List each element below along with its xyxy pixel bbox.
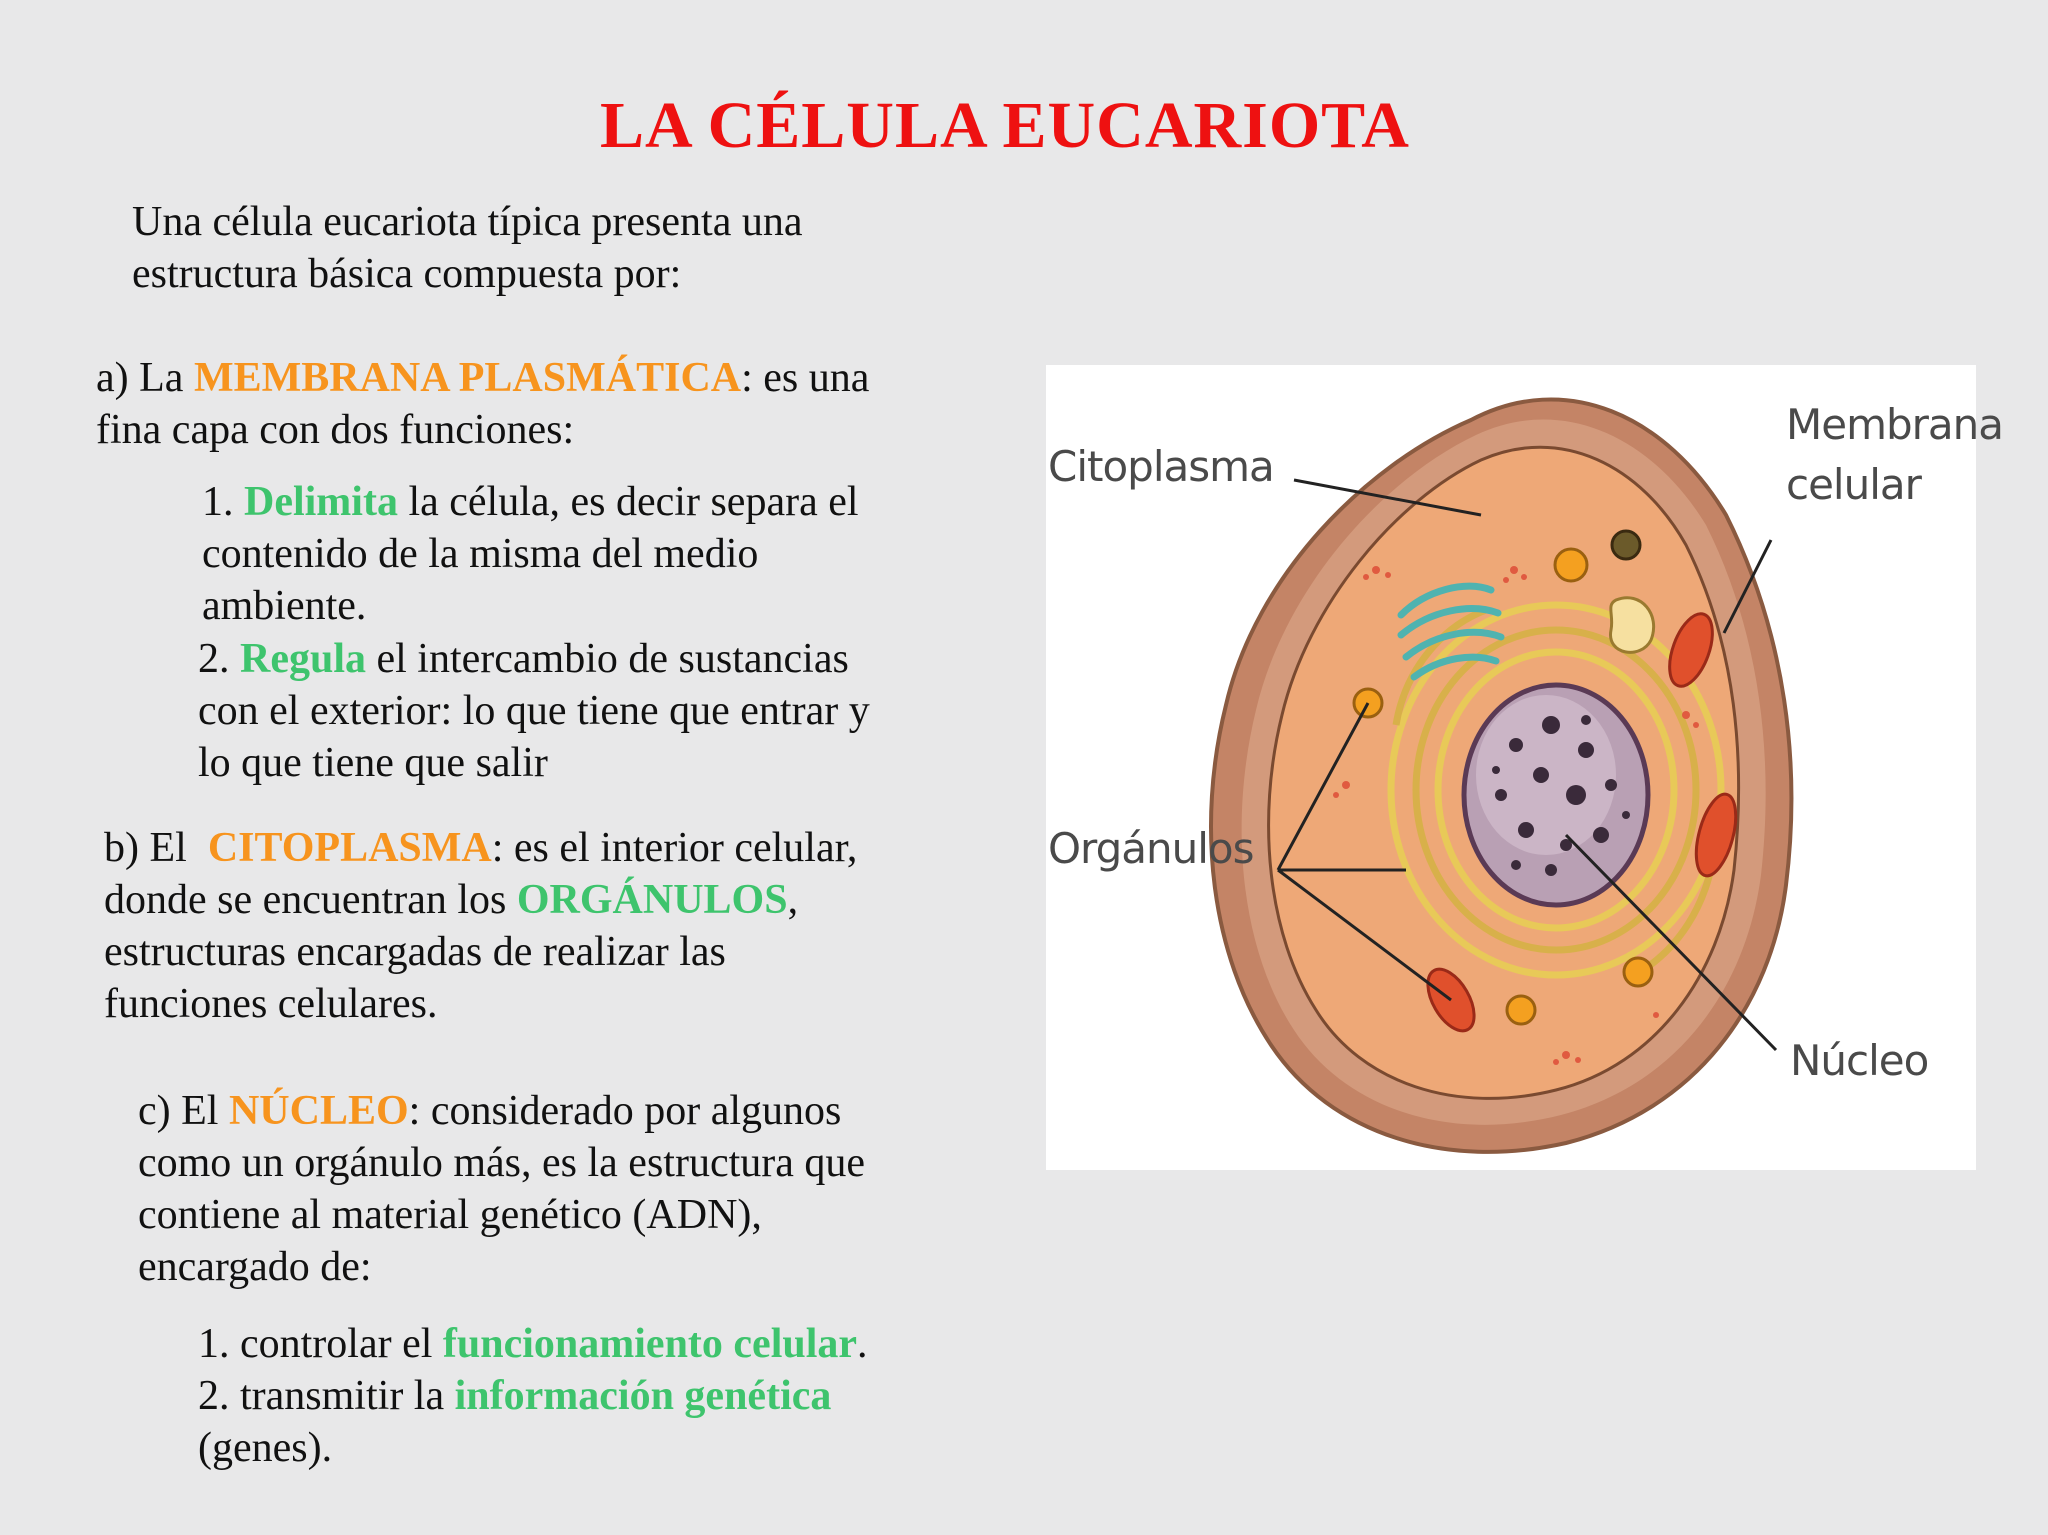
term-membrana: MEMBRANA PLASMÁTICA [193,355,742,401]
text: contiene al material genético (ADN), [138,1192,762,1238]
text: . [857,1321,868,1367]
text: el intercambio de sustancias [366,636,849,682]
intro-paragraph: Una célula eucariota típica presenta una… [132,196,802,300]
text: c) El [138,1088,229,1134]
section-citoplasma: b) El CITOPLASMA: es el interior celular… [104,822,857,1030]
text: contenido de la misma del medio [202,531,759,577]
label-nucleo: Núcleo [1790,1036,1929,1085]
text: con el exterior: lo que tiene que entrar… [198,688,870,734]
text: b) El [104,825,208,871]
cell-illustration [1209,397,1794,1154]
label-celular: celular [1786,460,1922,509]
term-funcionamiento: funcionamiento celular [442,1321,858,1367]
text: funciones celulares. [104,981,438,1027]
text: 2. [198,636,240,682]
text: : es el interior celular, [491,825,858,871]
nucleo-items: 1. controlar el funcionamiento celular. … [198,1318,868,1474]
cell-diagram: Citoplasma Membrana celular Orgánulos Nú… [1046,365,2004,1170]
membrana-item-1: 1. Delimita la célula, es decir separa e… [202,476,859,632]
intro-line: Una célula eucariota típica presenta una [132,199,803,245]
membrana-item-2: 2. Regula el intercambio de sustancias c… [198,633,870,789]
text: (genes). [198,1425,333,1471]
text: como un orgánulo más, es la estructura q… [138,1140,866,1186]
text: a) La [96,355,194,401]
text: ambiente. [202,583,367,629]
label-membrana: Membrana [1786,400,2004,449]
text: encargado de: [138,1244,372,1290]
page-title: LA CÉLULA EUCARIOTA [600,89,1410,162]
term-citoplasma: CITOPLASMA [207,825,492,871]
term-organulos: ORGÁNULOS [516,877,788,923]
text: : considerado por algunos [408,1088,842,1134]
text: 2. transmitir la [198,1373,455,1419]
text: estructuras encargadas de realizar las [104,929,726,975]
text: , [787,877,799,923]
golgi-apparatus [1397,582,1505,681]
section-nucleo: c) El NÚCLEO: considerado por algunos co… [138,1085,865,1293]
intro-line: estructura básica compuesta por: [132,251,682,297]
ribosomes [1333,566,1699,1065]
term-informacion: información genética [454,1373,832,1419]
text: la célula, es decir separa el [397,479,859,525]
text: : es una [741,355,870,401]
section-membrana: a) La MEMBRANA PLASMÁTICA: es una fina c… [96,352,869,456]
term-nucleo: NÚCLEO [228,1088,409,1134]
text: fina capa con dos funciones: [96,407,575,453]
nucleus [1461,682,1651,908]
text: lo que tiene que salir [198,740,548,786]
text: 1. [202,479,244,525]
label-organulos: Orgánulos [1048,824,1254,873]
leader-lines [1276,478,1778,1052]
term-regula: Regula [240,636,366,682]
text: 1. controlar el [198,1321,443,1367]
mitochondria [1426,612,1738,1033]
text: donde se encuentran los [104,877,517,923]
term-delimita: Delimita [244,479,398,525]
label-citoplasma: Citoplasma [1048,442,1275,491]
